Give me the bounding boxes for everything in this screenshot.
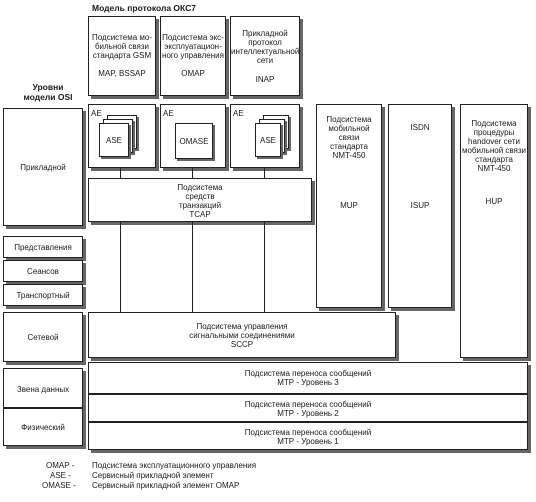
legend-key-omase: OMASE - bbox=[42, 481, 76, 490]
osi-presentation: Представления bbox=[3, 236, 83, 258]
osi-levels-header: Уровни модели OSI bbox=[23, 82, 73, 102]
legend-key-omap: OMAP - bbox=[46, 461, 75, 470]
legend-value-ase: Сервисный прикладной элемент bbox=[92, 471, 214, 480]
isup-box: ISDN ISUP bbox=[388, 104, 452, 308]
connector bbox=[264, 222, 265, 312]
legend-value-omase: Сервисный прикладной элемент OMAP bbox=[92, 481, 240, 490]
mup-box: Подсистема мобильной связи стандарта NMT… bbox=[316, 104, 382, 308]
mtp-level-1: Подсистема переноса сообщений МТР - Уров… bbox=[88, 422, 528, 450]
omase-element: OMASE bbox=[175, 123, 213, 159]
hup-box: Подсистема процедуры handover сети мобил… bbox=[460, 104, 528, 358]
connector bbox=[120, 222, 121, 312]
legend-key-ase: ASE - bbox=[50, 471, 71, 480]
omap-box: Подсистема экс- эксплуатацион- ного упра… bbox=[160, 16, 226, 96]
map-bssap-box: Подсистема мо- бильной связи стандарта G… bbox=[88, 16, 156, 96]
connector bbox=[192, 222, 193, 312]
osi-datalink: Звена данных bbox=[3, 368, 83, 408]
osi-application: Прикладной bbox=[3, 108, 83, 226]
connector bbox=[192, 168, 193, 178]
ase-element-1: ASE bbox=[99, 123, 129, 157]
sccp-box: Подсистема управления сигнальными соедин… bbox=[88, 312, 396, 358]
inap-box: Прикладной протокол интеллектуальной сет… bbox=[230, 16, 300, 96]
legend-value-omap: Подсистема эксплуатационного управления bbox=[92, 461, 257, 470]
connector bbox=[264, 168, 265, 178]
mtp-level-3: Подсистема переноса сообщений МТР - Уров… bbox=[88, 362, 528, 394]
connector bbox=[120, 168, 121, 178]
ae-box-2: AE OMASE bbox=[160, 104, 226, 168]
ss7-model-header: Модель протокола ОКС7 bbox=[92, 3, 196, 13]
ae-box-1: AE ASE bbox=[88, 104, 156, 168]
ase-element-3: ASE bbox=[255, 123, 281, 157]
osi-network: Сетевой bbox=[3, 312, 83, 362]
tcap-box: Подсистема средств транзакций TCAP bbox=[88, 178, 312, 222]
osi-session: Сеансов bbox=[3, 260, 83, 282]
mtp-level-2: Подсистема переноса сообщений МТР - Уров… bbox=[88, 394, 528, 422]
osi-physical: Физический bbox=[3, 408, 83, 446]
osi-transport: Транспортный bbox=[3, 284, 83, 306]
ae-box-3: AE ASE bbox=[230, 104, 300, 168]
